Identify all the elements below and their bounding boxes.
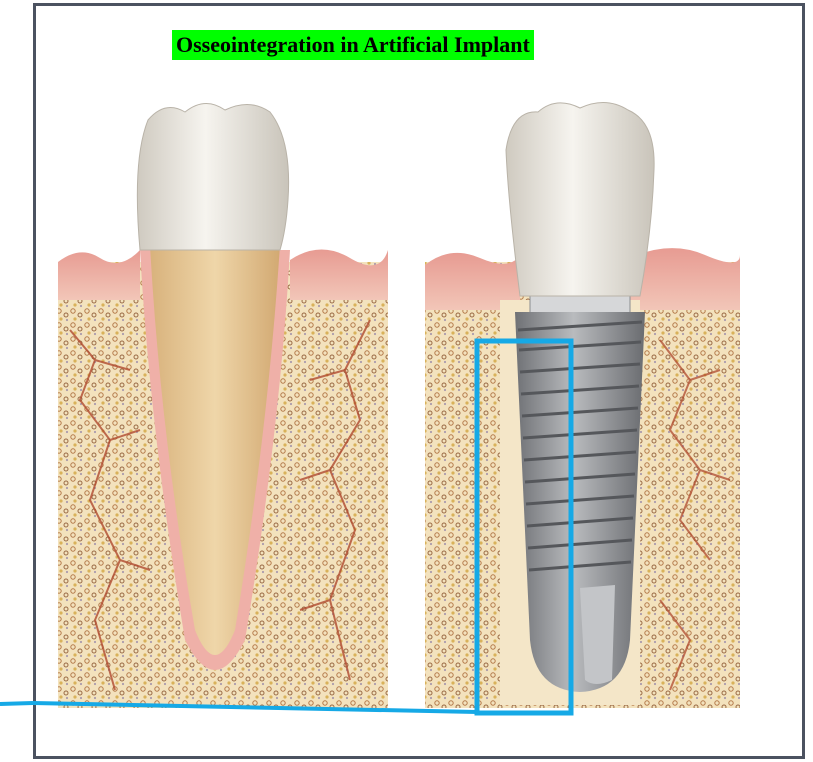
tooth-crown bbox=[137, 103, 288, 250]
callout-spacer bbox=[0, 648, 30, 650]
natural-tooth-illustration bbox=[58, 103, 388, 708]
callout-leader-outside bbox=[0, 703, 33, 704]
gum-left-inner bbox=[290, 249, 388, 300]
implant-apex-groove bbox=[580, 585, 615, 684]
dental-implant-illustration bbox=[425, 102, 740, 708]
figure-title: Osseointegration in Artificial Implant bbox=[172, 30, 534, 60]
implant-crown bbox=[506, 102, 654, 296]
gum-left-outer bbox=[58, 250, 140, 300]
